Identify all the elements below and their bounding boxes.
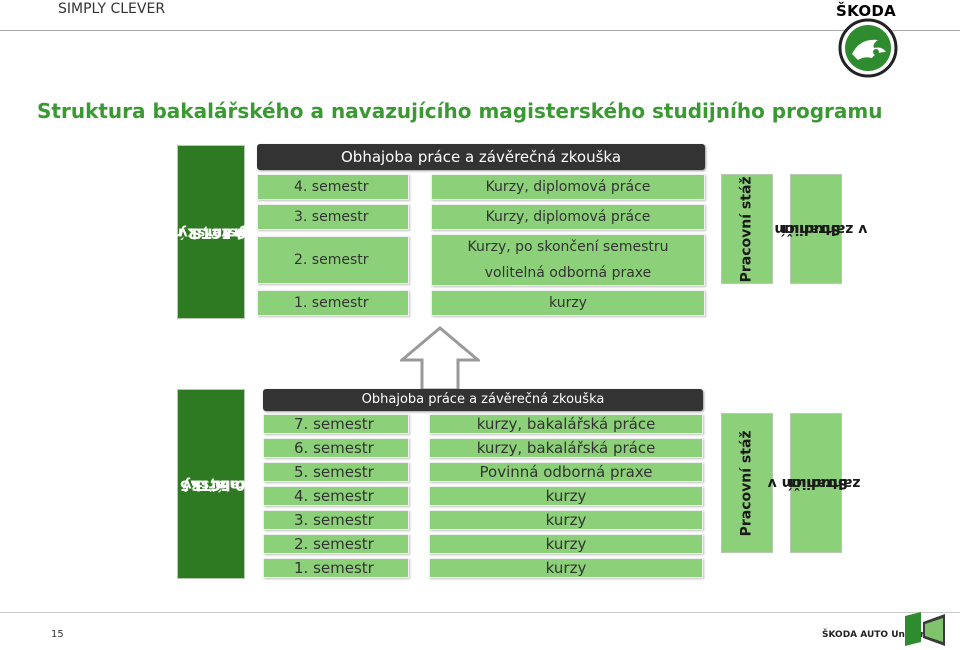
footer-divider (0, 612, 960, 613)
bachelor-semester-3: 3. semestr (263, 510, 409, 530)
bachelor-content-1: kurzy (429, 558, 703, 578)
bachelor-defense-bar: Obhajoba práce a závěrečná zkouška (263, 389, 703, 411)
master-semester-3: 3. semestr (257, 204, 409, 230)
bachelor-internship-label: Pracovní stáž (738, 430, 755, 536)
master-content-2: Kurzy, po skončení semestru volitelná od… (431, 234, 705, 286)
bachelor-content-7: kurzy, bakalářská práce (429, 414, 703, 434)
up-arrow-icon (400, 326, 480, 392)
master-program-label: Magisterský studijní program, 2 roky 120… (114, 145, 275, 319)
bachelor-abroad: Studium v zahraničí (768, 413, 860, 553)
page-title: Struktura bakalářského a navazujícího ma… (37, 99, 883, 123)
bachelor-semester-6: 6. semestr (263, 438, 409, 458)
bachelor-internship: Pracovní stáž (721, 413, 773, 553)
bachelor-semester-4: 4. semestr (263, 486, 409, 506)
master-semester-1: 1. semestr (257, 290, 409, 316)
master-semester-2: 2. semestr (257, 236, 409, 284)
bachelor-abroad-line-2: zahraničí (788, 475, 861, 492)
master-content-4: Kurzy, diplomová práce (431, 174, 705, 200)
bachelor-semester-1: 1. semestr (263, 558, 409, 578)
university-name: ŠKODA AUTO University (822, 630, 944, 640)
master-internship: Pracovní stáž (721, 174, 773, 284)
skoda-logo-icon (838, 18, 898, 78)
master-internship-label: Pracovní stáž (738, 176, 755, 282)
master-abroad: Studium v zahraničí (775, 174, 867, 284)
header-divider (0, 30, 960, 31)
master-defense-bar: Obhajoba práce a závěrečná zkouška (257, 144, 705, 170)
master-content-1: kurzy (431, 290, 705, 316)
bachelor-content-2: kurzy (429, 534, 703, 554)
master-content-3: Kurzy, diplomová práce (431, 204, 705, 230)
bachelor-program-label: Bakalářský studijní program, 3.5 roku 18… (119, 389, 283, 579)
tagline: SIMPLY CLEVER (58, 1, 166, 17)
bachelor-content-4: kurzy (429, 486, 703, 506)
bachelor-semester-7: 7. semestr (263, 414, 409, 434)
master-content-2-line-1: Kurzy, po skončení semestru (467, 239, 669, 255)
bachelor-semester-2: 2. semestr (263, 534, 409, 554)
university-logo-icon (905, 612, 945, 646)
master-content-2-line-2: volitelná odborná praxe (484, 265, 652, 281)
master-abroad-line-2: v zahraničí (781, 221, 868, 238)
bachelor-content-3: kurzy (429, 510, 703, 530)
bachelor-content-6: kurzy, bakalářská práce (429, 438, 703, 458)
bachelor-content-5: Povinná odborná praxe (429, 462, 703, 482)
bachelor-semester-5: 5. semestr (263, 462, 409, 482)
master-semester-4: 4. semestr (257, 174, 409, 200)
page-number: 15 (51, 629, 64, 640)
brand-name: ŠKODA (836, 2, 897, 20)
